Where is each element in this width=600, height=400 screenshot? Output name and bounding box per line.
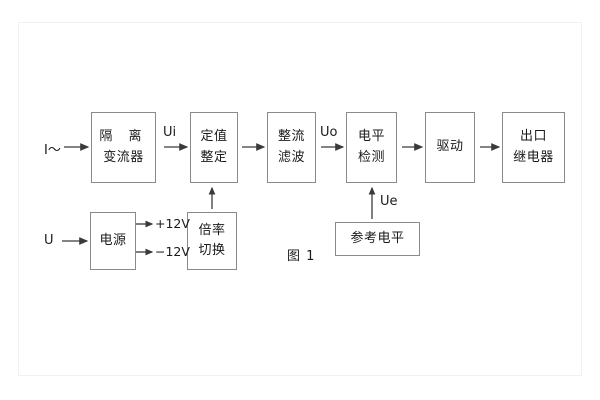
isolation-line-1: 隔 离 [99,129,148,145]
figure-caption: 图 1 [287,249,316,264]
supply-positive-label: +12V [155,216,190,231]
drive-line-1: 驱动 [436,139,464,155]
current-input-label: I～ [44,143,61,158]
output-relay-block[interactable]: 出口 继电器 [502,112,565,183]
setting-adjust-block[interactable]: 定值 整定 [190,112,238,183]
rectify-line-1: 整流 [277,129,305,145]
uo-signal-label: Uo [320,125,338,140]
ratio-switch-line-2: 切换 [198,243,226,258]
power-supply-block[interactable]: 电源 [90,212,136,270]
voltage-input-label: U [44,233,54,248]
ratio-switch-block[interactable]: 倍率 切换 [187,212,237,270]
diagram-frame [18,22,582,376]
drive-block[interactable]: 驱动 [425,112,475,183]
ratio-switch-line-1: 倍率 [198,222,226,238]
level-detect-line-1: 电平 [357,129,385,145]
output-relay-line-1: 出口 [519,129,547,145]
level-detect-block[interactable]: 电平 检测 [346,112,397,183]
isolation-line-2: 变流器 [103,149,144,165]
isolation-transformer-block[interactable]: 隔 离 变流器 [91,112,156,183]
rectify-filter-block[interactable]: 整流 滤波 [267,112,316,183]
output-relay-line-2: 继电器 [513,149,554,165]
rectify-line-2: 滤波 [277,149,305,165]
supply-negative-label: −12V [155,244,190,259]
ue-signal-label: Ue [380,194,398,209]
power-supply-line-1: 电源 [99,232,127,248]
setting-line-1: 定值 [200,129,228,145]
level-detect-line-2: 检测 [357,149,385,165]
setting-line-2: 整定 [200,149,228,165]
reference-level-block[interactable]: 参考电平 [335,222,420,256]
reference-level-line-1: 参考电平 [350,230,405,246]
ui-signal-label: Ui [163,125,177,140]
